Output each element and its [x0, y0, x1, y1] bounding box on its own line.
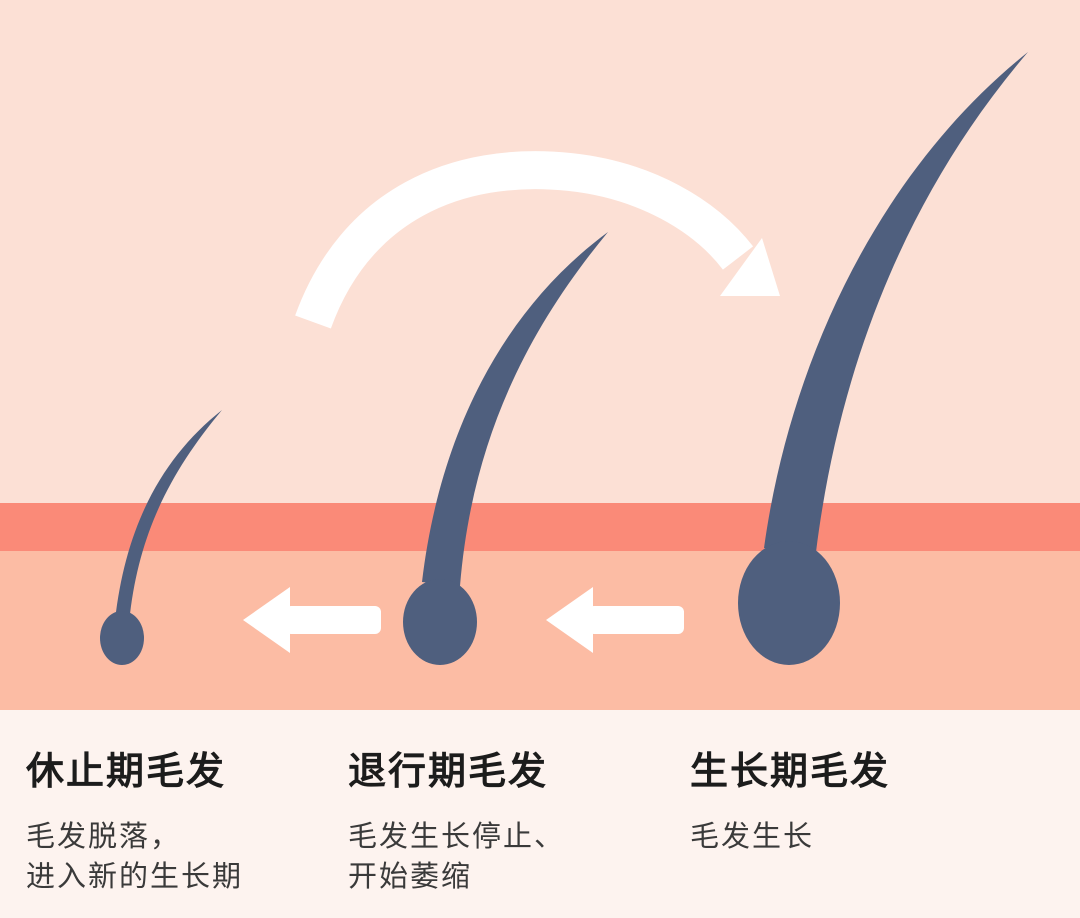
stage-description: 毛发生长 — [690, 816, 890, 856]
anagen-hair-icon — [738, 52, 1028, 665]
catagen-hair-icon — [403, 232, 608, 665]
description-line: 开始萎缩 — [348, 859, 473, 893]
captions-area: 休止期毛发 毛发脱落， 进入新的生长期 退行期毛发 毛发生长停止、 开始萎缩 生… — [0, 710, 1080, 918]
left-arrow-icon — [243, 587, 381, 653]
diagram-illustration — [0, 0, 1080, 710]
stage-catagen: 退行期毛发 毛发生长停止、 开始萎缩 — [348, 748, 565, 896]
background-air — [0, 0, 1080, 503]
curved-arrow-icon — [295, 151, 780, 329]
stage-anagen: 生长期毛发 毛发生长 — [690, 748, 890, 856]
stage-title: 休止期毛发 — [26, 749, 227, 793]
telogen-hair-icon — [100, 410, 222, 665]
skin-epidermis-band — [0, 503, 1080, 551]
stage-description: 毛发脱落， 进入新的生长期 — [26, 816, 243, 896]
stage-title: 退行期毛发 — [348, 749, 549, 793]
stage-telogen: 休止期毛发 毛发脱落， 进入新的生长期 — [26, 748, 243, 896]
description-line: 毛发生长 — [690, 819, 815, 853]
stage-description: 毛发生长停止、 开始萎缩 — [348, 816, 565, 896]
stage-title: 生长期毛发 — [690, 749, 891, 793]
description-line: 毛发生长停止、 — [348, 819, 566, 853]
description-line: 进入新的生长期 — [26, 859, 244, 893]
description-line: 毛发脱落， — [26, 819, 182, 853]
left-arrow-icon — [546, 587, 684, 653]
skin-dermis-layer — [0, 551, 1080, 710]
